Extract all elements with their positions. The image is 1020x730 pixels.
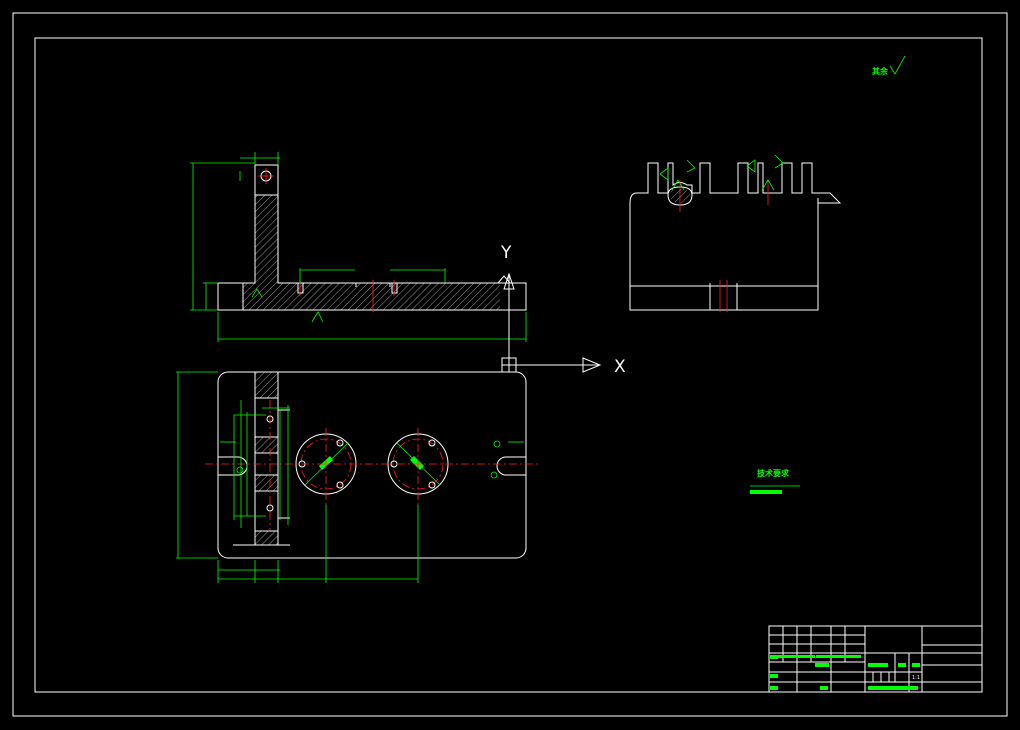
title-block-scale: 1:1 [912,675,920,681]
y-axis: Y [500,243,515,365]
top-view [176,371,540,583]
side-view [629,154,842,312]
x-axis-label: X [614,357,626,377]
x-axis: X [501,357,626,377]
front-view [190,152,527,342]
y-axis-label: Y [500,243,512,263]
inner-border [34,37,983,693]
technical-requirements: 技术要求 [750,468,800,494]
tech-req-title: 技术要求 [757,468,790,478]
outer-border [12,12,1008,717]
roughness-note-text: 其余 [872,66,889,76]
roughness-note: 其余 [872,55,906,76]
title-block: 1:1 [768,625,983,693]
roughness-symbol-icon [889,55,906,75]
